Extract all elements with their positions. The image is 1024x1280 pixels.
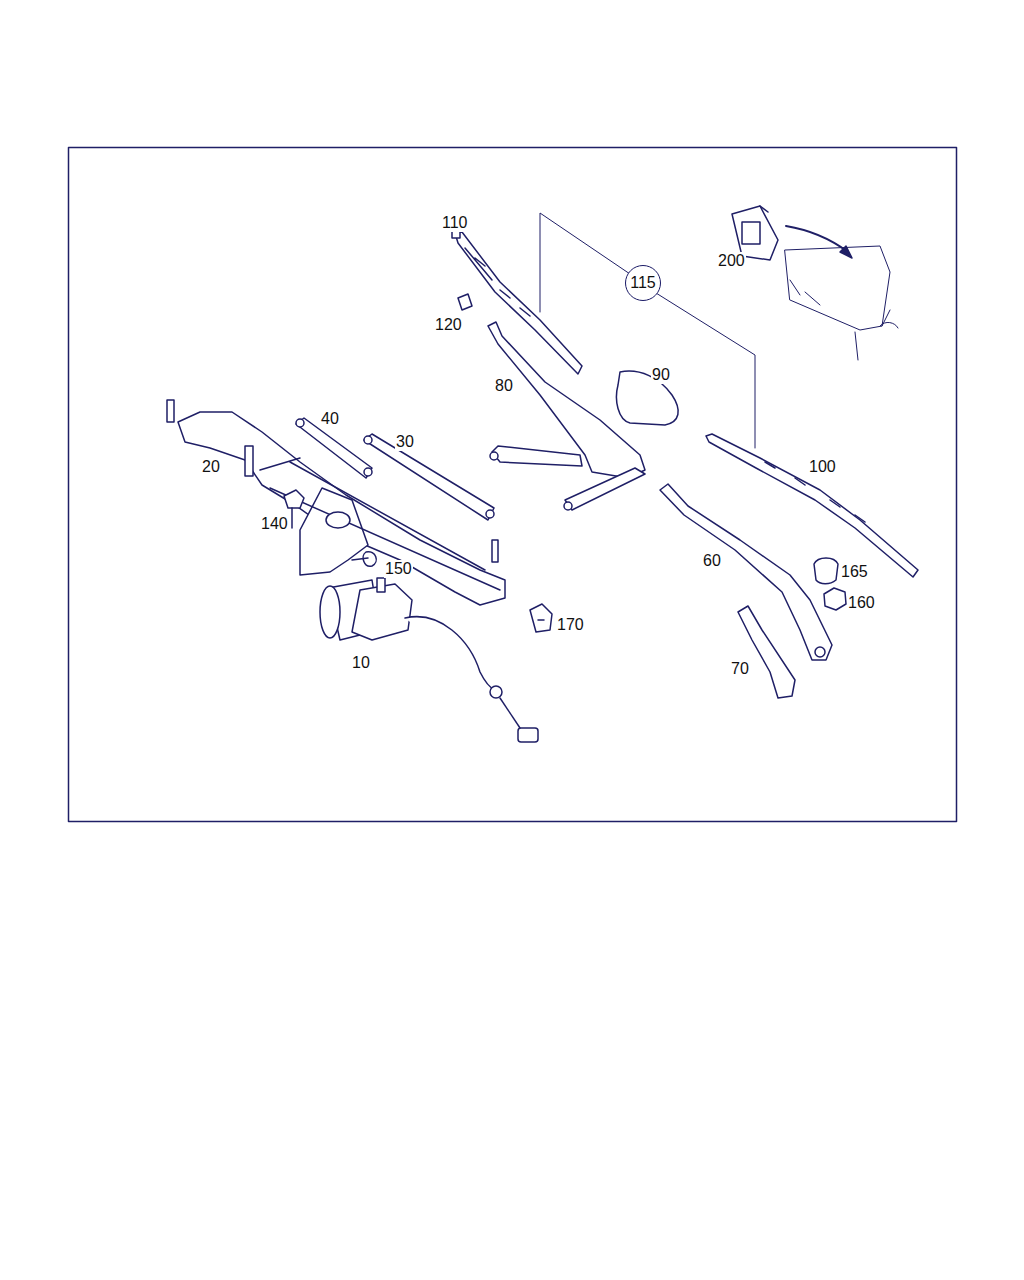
frame bbox=[69, 148, 957, 822]
bolts bbox=[284, 490, 376, 566]
callout-number: 160 bbox=[847, 594, 876, 612]
wiper-linkage-20 bbox=[167, 400, 505, 605]
car-sketch bbox=[785, 246, 898, 360]
cover-70 bbox=[738, 606, 795, 698]
callout-number: 100 bbox=[808, 458, 837, 476]
callout-number: 150 bbox=[384, 560, 413, 578]
clip-170 bbox=[530, 604, 552, 632]
callout-number: 90 bbox=[651, 366, 671, 384]
callout-number: 60 bbox=[702, 552, 722, 570]
callout-number: 70 bbox=[730, 660, 750, 678]
callout-number: 140 bbox=[260, 515, 289, 533]
callout-number: 10 bbox=[351, 654, 371, 672]
callout-number: 80 bbox=[494, 377, 514, 395]
callout-number: 170 bbox=[556, 616, 585, 634]
callout-number: 120 bbox=[434, 316, 463, 334]
clip-120 bbox=[458, 294, 472, 310]
nut-160 bbox=[824, 588, 846, 610]
callout-number: 30 bbox=[395, 433, 415, 451]
callout-number: 165 bbox=[840, 563, 869, 581]
wiper-blade-100 bbox=[706, 434, 918, 577]
callout-number: 200 bbox=[717, 252, 746, 270]
cap-165 bbox=[814, 558, 838, 584]
callout-number: 20 bbox=[201, 458, 221, 476]
callout-number: 110 bbox=[441, 214, 469, 232]
callout-circle: 115 bbox=[625, 265, 661, 301]
wiper-arm-60 bbox=[660, 484, 832, 660]
wiper-motor-10 bbox=[320, 578, 538, 742]
callout-number: 40 bbox=[320, 410, 340, 428]
callout-number: 115 bbox=[630, 274, 656, 292]
linkage-rods bbox=[296, 418, 494, 520]
